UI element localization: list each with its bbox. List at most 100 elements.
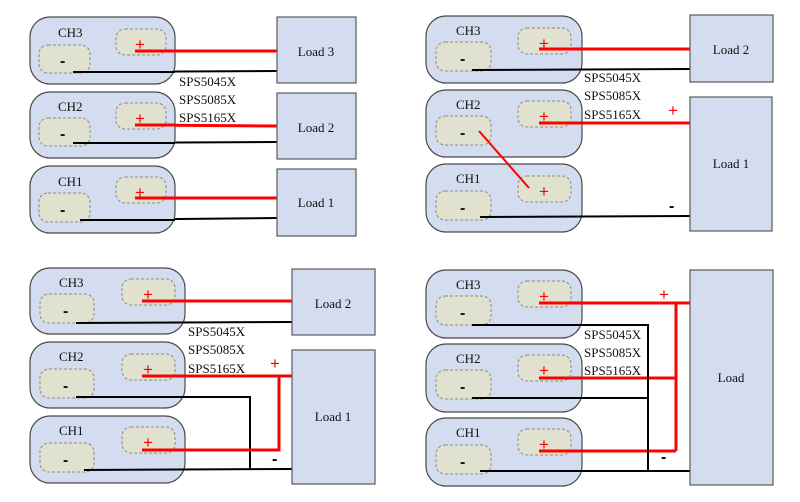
load-2: Load 2 bbox=[291, 268, 376, 336]
negative-terminal[interactable] bbox=[38, 192, 91, 223]
model-label: SPS5165X bbox=[188, 361, 246, 376]
load-label: Load bbox=[718, 370, 745, 385]
plus-icon: + bbox=[135, 35, 145, 54]
positive-terminal[interactable] bbox=[517, 354, 572, 382]
load-2: Load 2 bbox=[689, 14, 774, 83]
negative-terminal[interactable] bbox=[435, 444, 492, 475]
plus-icon: + bbox=[539, 34, 549, 53]
channel-label: CH3 bbox=[58, 25, 83, 40]
negative-terminal[interactable] bbox=[39, 442, 95, 473]
plus-icon: + bbox=[539, 107, 549, 126]
model-label: SPS5165X bbox=[584, 107, 642, 122]
model-label: SPS5085X bbox=[179, 92, 237, 107]
load-plus-icon: + bbox=[270, 354, 280, 373]
load-minus-icon: - bbox=[661, 449, 666, 466]
minus-icon: - bbox=[460, 51, 465, 68]
channel-ch2: CH2 + - bbox=[425, 89, 583, 158]
model-label: SPS5045X bbox=[584, 70, 642, 85]
wire-ch3-negative bbox=[471, 68, 691, 71]
channel-ch3: CH3 + - bbox=[29, 16, 176, 85]
negative-terminal[interactable] bbox=[435, 190, 492, 221]
load-label: Load 1 bbox=[298, 195, 334, 210]
positive-terminal[interactable] bbox=[517, 428, 572, 456]
minus-icon: - bbox=[60, 202, 65, 219]
plus-icon: + bbox=[143, 433, 153, 452]
channel-ch1: CH1 + - bbox=[425, 163, 583, 233]
load-1: Load 1 bbox=[689, 96, 773, 232]
positive-terminal[interactable] bbox=[121, 278, 176, 306]
load-3: Load 3 bbox=[276, 16, 357, 84]
plus-icon: + bbox=[143, 360, 153, 379]
positive-terminal[interactable] bbox=[115, 102, 167, 130]
positive-terminal[interactable] bbox=[121, 426, 176, 454]
channel-label: CH2 bbox=[58, 99, 83, 114]
channel-label: CH1 bbox=[59, 423, 84, 438]
negative-terminal[interactable] bbox=[39, 368, 95, 399]
load-1: Load 1 bbox=[276, 168, 357, 237]
minus-icon: - bbox=[460, 200, 465, 217]
minus-icon: - bbox=[63, 452, 68, 469]
positive-terminal[interactable] bbox=[517, 100, 572, 128]
minus-icon: - bbox=[460, 379, 465, 396]
wire-ch1-negative bbox=[479, 215, 691, 218]
minus-icon: - bbox=[63, 303, 68, 320]
model-label: SPS5045X bbox=[188, 324, 246, 339]
negative-terminal[interactable] bbox=[435, 41, 492, 72]
channel-ch2: CH2 + - bbox=[29, 341, 186, 409]
load-minus-icon: - bbox=[272, 451, 277, 468]
model-label: SPS5045X bbox=[179, 74, 237, 89]
wire-ch1-negative bbox=[83, 468, 293, 471]
minus-icon: - bbox=[460, 125, 465, 142]
minus-icon: - bbox=[63, 378, 68, 395]
channel-ch3: CH3 + - bbox=[29, 267, 186, 335]
load-plus-icon: + bbox=[668, 101, 678, 120]
minus-icon: - bbox=[60, 53, 65, 70]
plus-icon: + bbox=[135, 183, 145, 202]
positive-terminal[interactable] bbox=[115, 28, 167, 56]
negative-terminal[interactable] bbox=[435, 369, 492, 400]
model-label: SPS5165X bbox=[179, 110, 237, 125]
channel-ch1: CH1 + - bbox=[29, 415, 186, 484]
negative-terminal[interactable] bbox=[435, 295, 492, 326]
minus-icon: - bbox=[460, 454, 465, 471]
wire-series-link bbox=[478, 130, 530, 189]
wire-ch3-negative bbox=[472, 324, 649, 471]
diagram-independent: CH3 + - CH2 + - CH1 + - bbox=[29, 16, 357, 237]
channel-ch2: CH2 + - bbox=[29, 91, 176, 159]
load-label: Load 2 bbox=[713, 42, 749, 57]
negative-terminal[interactable] bbox=[39, 293, 95, 324]
load-plus-icon: + bbox=[659, 285, 669, 304]
channel-label: CH3 bbox=[59, 275, 84, 290]
load-label: Load 2 bbox=[298, 120, 334, 135]
load-box bbox=[291, 268, 376, 336]
model-label: SPS5045X bbox=[584, 327, 642, 342]
load-box bbox=[276, 92, 357, 160]
diagram-parallel-two: CH3 + - CH2 + - CH1 + - SPS504 bbox=[29, 267, 376, 485]
channel-label: CH3 bbox=[456, 277, 481, 292]
positive-terminal[interactable] bbox=[517, 280, 572, 308]
load-box bbox=[291, 349, 376, 485]
negative-terminal[interactable] bbox=[435, 115, 492, 146]
plus-icon: + bbox=[539, 361, 549, 380]
model-label: SPS5085X bbox=[584, 88, 642, 103]
wire-ch3-negative bbox=[75, 321, 293, 324]
load-box bbox=[276, 16, 357, 84]
load-box bbox=[689, 96, 773, 232]
load-minus-icon: - bbox=[669, 198, 674, 215]
load-box bbox=[276, 168, 357, 237]
negative-terminal[interactable] bbox=[38, 44, 91, 74]
positive-terminal[interactable] bbox=[121, 353, 176, 381]
diagram-parallel-three: CH3 + - CH2 + - CH1 + - bbox=[425, 269, 774, 487]
model-label: SPS5085X bbox=[188, 342, 246, 357]
plus-icon: + bbox=[539, 287, 549, 306]
channel-ch3: CH3 + - bbox=[425, 15, 583, 84]
channel-label: CH1 bbox=[456, 425, 481, 440]
positive-terminal[interactable] bbox=[517, 175, 572, 203]
channel-label: CH2 bbox=[456, 351, 481, 366]
wire-ch2-negative bbox=[76, 396, 251, 469]
channel-label: CH2 bbox=[59, 349, 84, 364]
load-label: Load 1 bbox=[713, 156, 749, 171]
negative-terminal[interactable] bbox=[38, 117, 91, 147]
channel-ch3: CH3 + - bbox=[425, 269, 583, 339]
